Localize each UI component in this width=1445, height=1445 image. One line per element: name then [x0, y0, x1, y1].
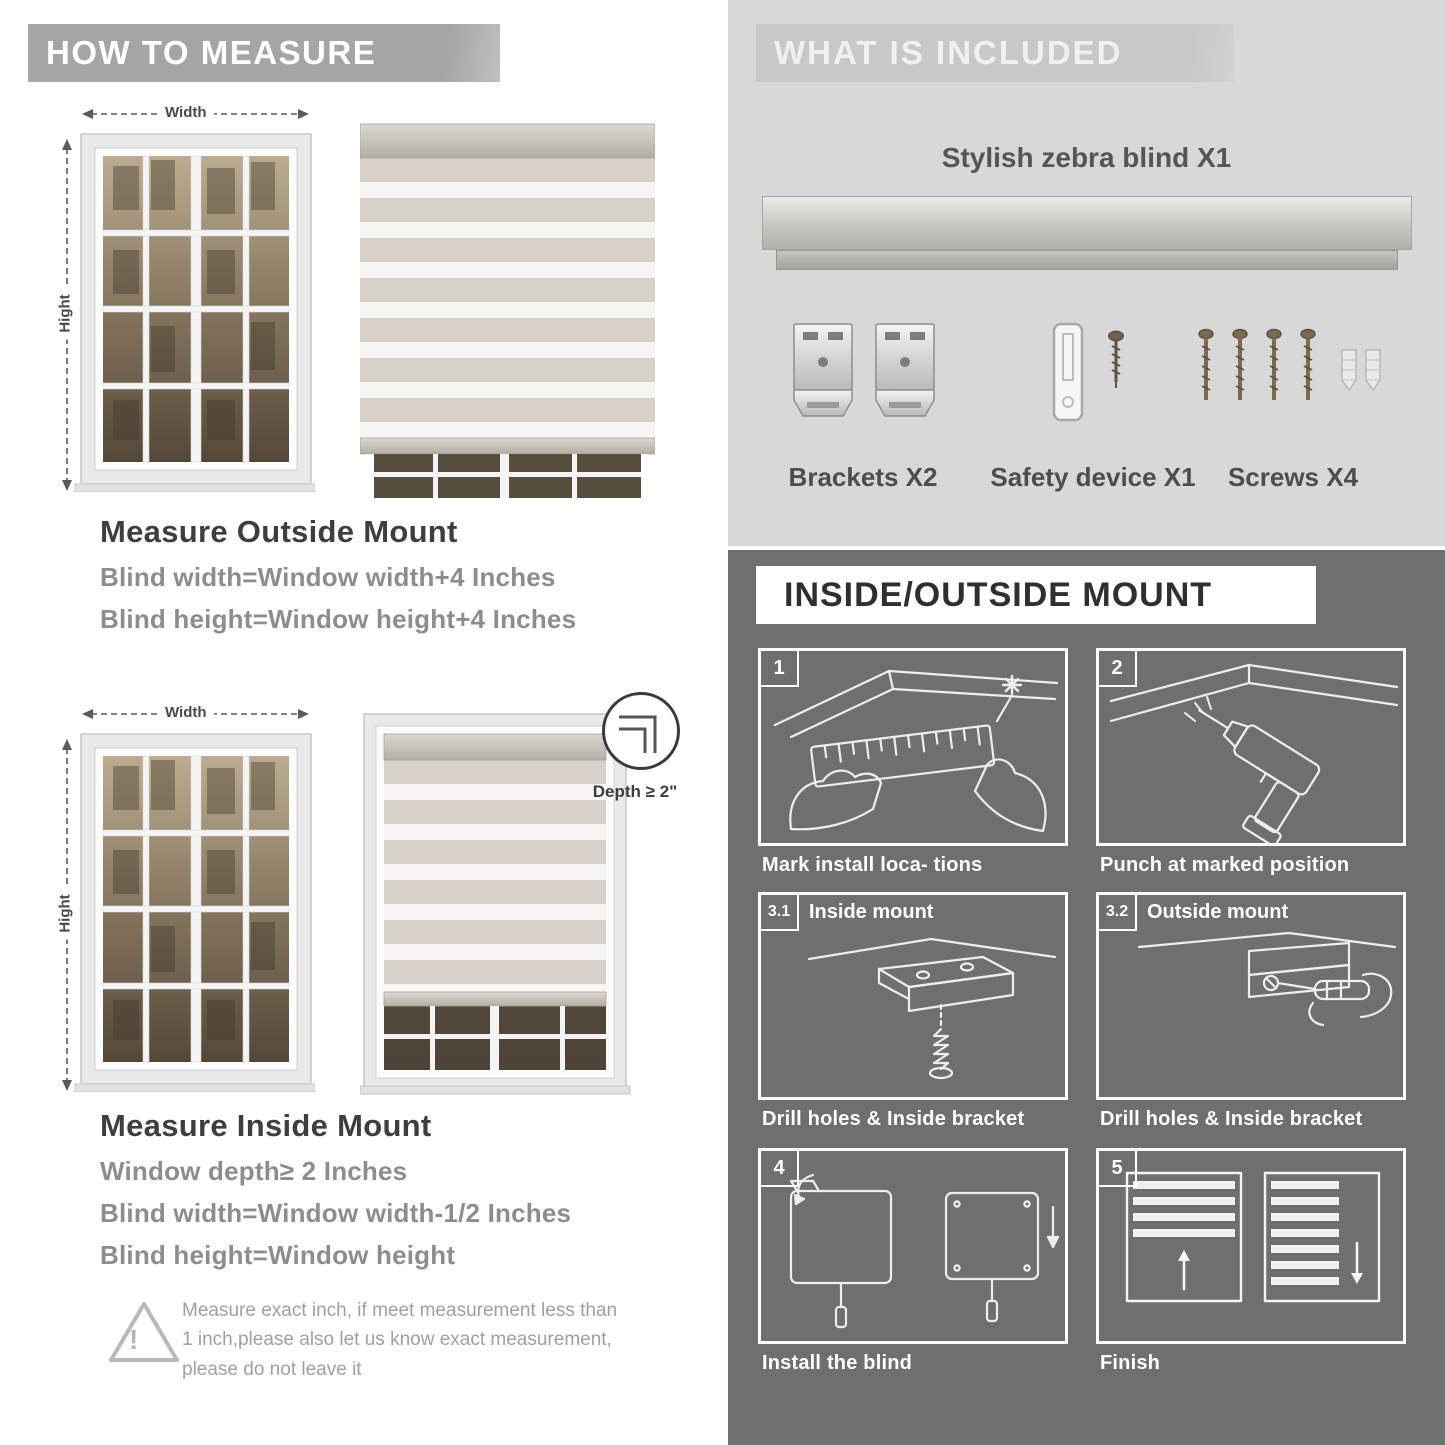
width-axis-label: Width [158, 104, 214, 121]
step-panel-3-2: 3.2 Outside mount [1096, 892, 1406, 1100]
what-is-included-banner: WHAT IS INCLUDED [756, 24, 1234, 82]
step-number: 1 [761, 651, 799, 687]
step-number: 2 [1099, 651, 1137, 687]
depth-callout-label: Depth ≥ 2" [592, 782, 678, 801]
window-illustration [62, 109, 315, 492]
warning-icon: ! [105, 1298, 185, 1378]
safety-device-icon [1052, 322, 1124, 422]
mount-guide-title: INSIDE/OUTSIDE MOUNT [784, 575, 1213, 614]
step-panel-4: 4 [758, 1148, 1068, 1344]
mount-guide-section: INSIDE/OUTSIDE MOUNT [728, 550, 1445, 1445]
mount-guide-banner: INSIDE/OUTSIDE MOUNT [756, 566, 1316, 624]
outside-bracket-illustration [1137, 931, 1397, 1027]
blind-bottomrail-image [776, 250, 1398, 270]
how-to-measure-banner: HOW TO MEASURE [28, 24, 500, 82]
depth-callout-circle [602, 692, 680, 770]
inside-mount-line-1: Window depth≥ 2 Inches [100, 1156, 408, 1186]
height-axis-label: Hight [56, 887, 74, 940]
window-illustration [62, 709, 315, 1092]
warning-text: Measure exact inch, if meet measurement … [182, 1300, 618, 1380]
blind-headrail-image [762, 196, 1412, 250]
step-caption-3-1: Drill holes & Inside bracket [762, 1108, 1025, 1130]
warning-exclamation: ! [129, 1324, 139, 1355]
step-panel-3-1: 3.1 Inside mount [758, 892, 1068, 1100]
step-title: Inside mount [809, 901, 934, 923]
step-number: 3.1 [761, 895, 799, 931]
screws-label: Screws X4 [1227, 462, 1359, 492]
safety-device-label: Safety device X1 [990, 462, 1196, 492]
step-panel-5: 5 [1096, 1148, 1406, 1344]
inside-mount-line-3: Blind height=Window height [100, 1240, 456, 1270]
inside-mount-figures: Width Hight [55, 692, 705, 1097]
height-axis-label: Hight [56, 287, 74, 340]
what-is-included-title: WHAT IS INCLUDED [774, 34, 1123, 71]
step-caption-2: Punch at marked position [1100, 854, 1350, 876]
step-caption-3-2: Drill holes & Inside bracket [1100, 1108, 1363, 1130]
outside-mount-line-2: Blind height=Window height+4 Inches [100, 604, 577, 634]
corner-detail-icon [619, 715, 657, 753]
install-blind-illustration [789, 1173, 1060, 1329]
outside-mount-line-1: Blind width=Window width+4 Inches [100, 562, 556, 592]
step-caption-1: Mark install loca- tions [762, 854, 983, 876]
inside-mount-blind-illustration [360, 713, 631, 1095]
brackets-icon [793, 323, 935, 417]
how-to-measure-title: HOW TO MEASURE [46, 34, 377, 71]
step-panel-1: 1 [758, 648, 1068, 846]
drill-illustration [1109, 663, 1399, 843]
step-panel-2: 2 [1096, 648, 1406, 846]
outside-mount-title: Measure Outside Mount [100, 514, 458, 549]
inside-mount-title: Measure Inside Mount [100, 1108, 432, 1143]
step-number: 3.2 [1099, 895, 1137, 931]
what-is-included-section: WHAT IS INCLUDED Stylish zebra blind X1 [728, 0, 1445, 546]
screws-icon [1198, 328, 1381, 400]
inside-bracket-illustration [807, 937, 1057, 1080]
brackets-label: Brackets X2 [788, 462, 938, 492]
measure-mark-illustration [773, 669, 1059, 833]
step-number: 4 [761, 1151, 799, 1187]
inside-mount-line-2: Blind width=Window width-1/2 Inches [100, 1198, 572, 1228]
finish-illustration [1125, 1171, 1381, 1303]
product-label: Stylish zebra blind X1 [941, 142, 1232, 173]
step-title: Outside mount [1147, 901, 1289, 923]
outside-mount-figures: Width Hight [55, 100, 675, 504]
step-caption-5: Finish [1100, 1352, 1161, 1374]
step-number: 5 [1099, 1151, 1137, 1187]
width-axis-label: Width [158, 704, 214, 721]
step-caption-4: Install the blind [762, 1352, 913, 1374]
zebra-blind-illustration [360, 123, 655, 504]
